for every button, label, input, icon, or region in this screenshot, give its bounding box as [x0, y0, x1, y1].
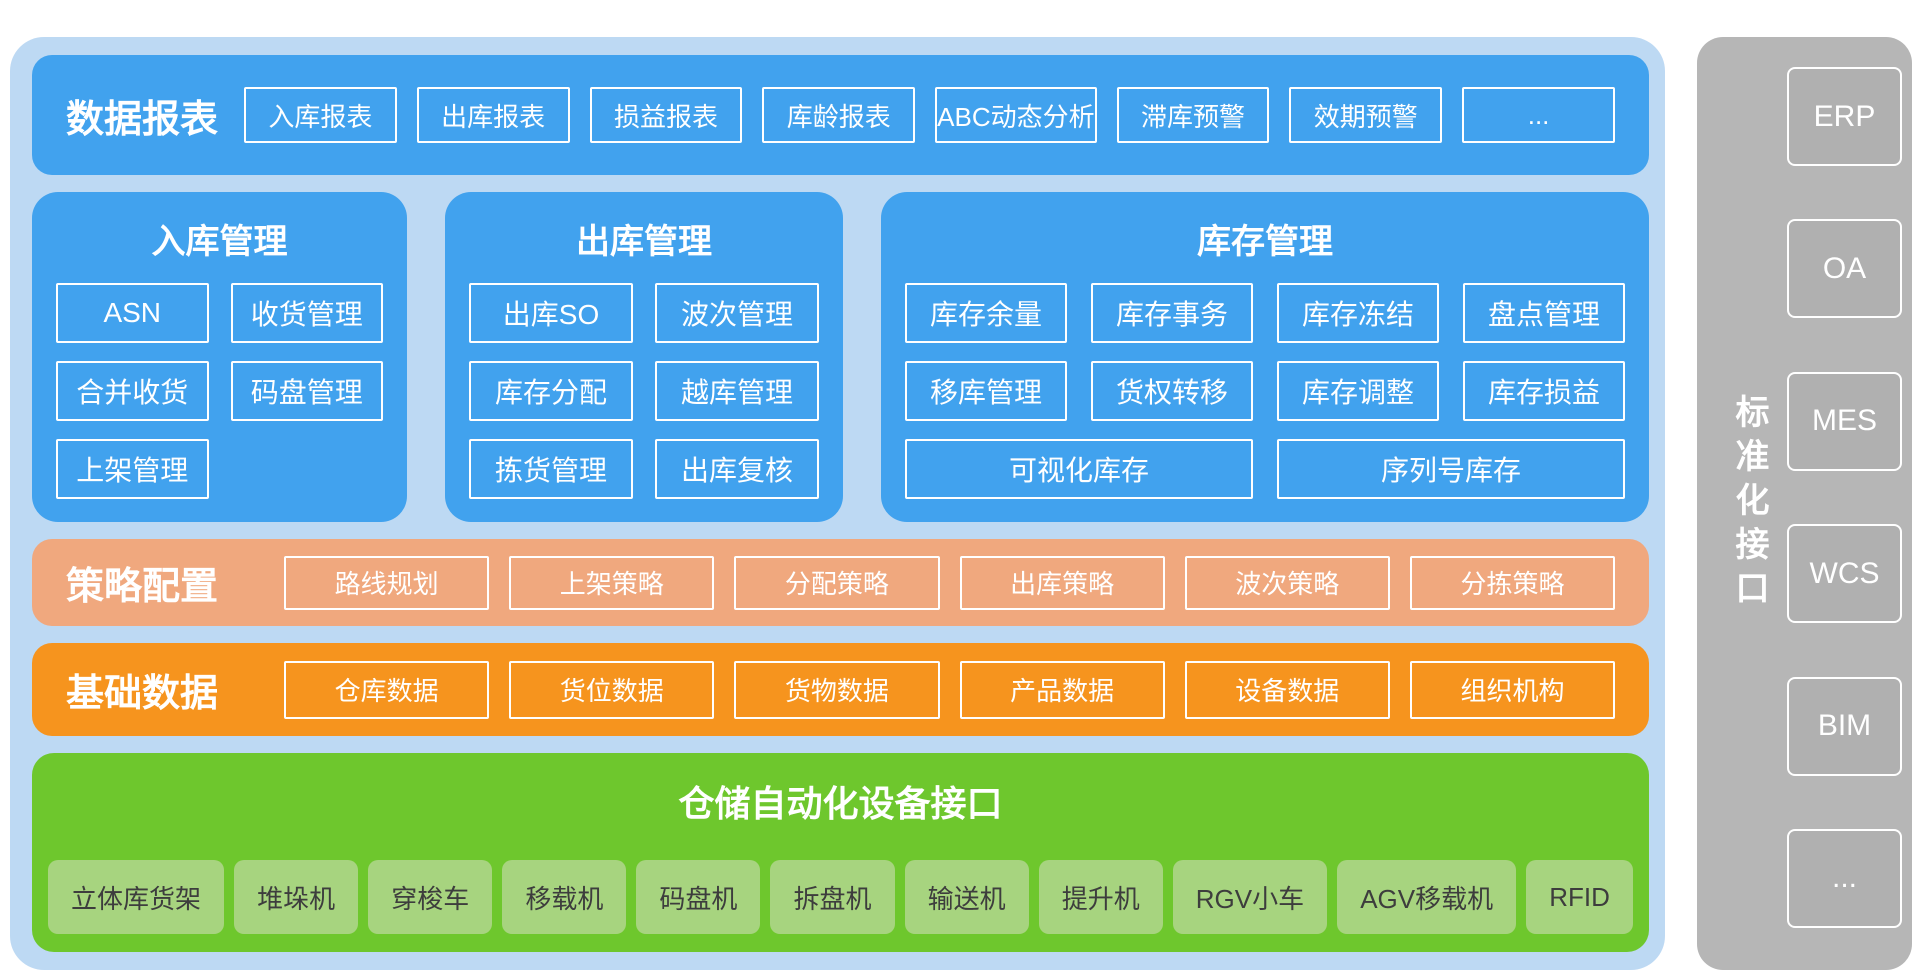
device-interface-title: 仓储自动化设备接口: [678, 783, 1003, 824]
base-data-item: 货位数据: [509, 660, 715, 719]
module-box: 库存调整: [1277, 361, 1439, 421]
device-item: 穿梭车: [368, 860, 493, 934]
device-item: 立体库货架: [48, 860, 225, 934]
strategy-item: 波次策略: [1184, 555, 1390, 610]
device-item: AGV移载机: [1337, 860, 1517, 934]
strategy-item: 分拣策略: [1409, 555, 1616, 610]
panel-outbound-title: 出库管理: [576, 223, 712, 261]
device-item: 堆垛机: [234, 860, 359, 934]
module-box: 波次管理: [655, 283, 819, 343]
module-box: 库存分配: [469, 361, 633, 421]
module-box: 货权转移: [1091, 361, 1253, 421]
panel-inbound-title: 入库管理: [151, 223, 288, 261]
device-item: 码盘机: [636, 860, 761, 934]
base-data-band: 基础数据 仓库数据货位数据货物数据产品数据设备数据组织机构: [32, 643, 1649, 736]
report-item: ...: [1462, 87, 1615, 143]
panel-inbound: 入库管理 ASN 收货管理合并收货码盘管理上架管理: [32, 192, 407, 522]
report-band: 数据报表 入库报表出库报表损益报表库龄报表 ABC动态分析滞库预警效期预警...: [32, 55, 1649, 175]
panel-inventory: 库存管理 库存余量库存事务库存冻结盘点管理移库管理货权转移库存调整库存损益 可视…: [881, 192, 1649, 522]
module-box: 库存余量: [905, 283, 1067, 343]
module-box-wide: 可视化库存: [905, 439, 1253, 499]
device-item: RFID: [1526, 860, 1633, 934]
module-box: 码盘管理: [230, 361, 383, 421]
strategy-item: 路线规划: [284, 555, 490, 610]
module-box: 库存损益: [1463, 361, 1625, 421]
base-data-item: 组织机构: [1409, 660, 1616, 719]
module-box: 收货管理: [230, 283, 383, 343]
strategy-item: 出库策略: [959, 555, 1165, 610]
interface-system-box: ...: [1787, 828, 1902, 928]
module-box: 库存冻结: [1277, 283, 1439, 343]
module-box: 越库管理: [655, 361, 819, 421]
module-box: 盘点管理: [1463, 283, 1625, 343]
module-box-wide: 序列号库存: [1277, 439, 1625, 499]
report-band-label: 数据报表: [66, 98, 219, 141]
report-item: 效期预警: [1289, 87, 1443, 143]
base-data-band-label: 基础数据: [66, 673, 219, 715]
report-item: 滞库预警: [1116, 87, 1270, 143]
panel-inventory-items: 库存余量库存事务库存冻结盘点管理移库管理货权转移库存调整库存损益 可视化库存序列…: [905, 283, 1625, 499]
panel-outbound: 出库管理 出库SO 波次管理库存分配越库管理拣货管理出库复核: [445, 192, 843, 522]
base-data-item: 产品数据: [959, 660, 1165, 719]
base-data-band-items: 仓库数据货位数据货物数据产品数据设备数据组织机构: [284, 660, 1616, 719]
device-item: 移载机: [502, 860, 627, 934]
device-item: 拆盘机: [770, 860, 895, 934]
module-box: 移库管理: [905, 361, 1067, 421]
interface-system-box: MES: [1787, 371, 1902, 471]
module-box: 库存事务: [1091, 283, 1253, 343]
device-item: 输送机: [904, 860, 1029, 934]
interface-system-box: WCS: [1787, 524, 1902, 624]
strategy-band-items: 路线规划上架策略分配策略出库策略波次策略分拣策略: [284, 555, 1616, 610]
strategy-band: 策略配置 路线规划上架策略分配策略出库策略波次策略分拣策略: [32, 539, 1649, 626]
module-box: ASN: [56, 283, 209, 343]
standard-interface-label: 标准化接口: [1730, 393, 1768, 614]
report-item: 入库报表: [244, 87, 397, 143]
device-item: 提升机: [1038, 860, 1163, 934]
report-item: ABC动态分析: [935, 87, 1097, 143]
interface-system-box: OA: [1787, 219, 1902, 319]
panel-outbound-items: 出库SO 波次管理库存分配越库管理拣货管理出库复核: [469, 283, 819, 499]
report-item: 库龄报表: [762, 87, 916, 143]
panel-inventory-title: 库存管理: [1197, 223, 1333, 261]
strategy-item: 分配策略: [734, 555, 940, 610]
report-band-items: 入库报表出库报表损益报表库龄报表 ABC动态分析滞库预警效期预警...: [244, 87, 1615, 143]
report-item: 损益报表: [589, 87, 743, 143]
report-item: 出库报表: [416, 87, 570, 143]
base-data-item: 货物数据: [734, 660, 940, 719]
module-box: 合并收货: [56, 361, 209, 421]
standard-interface-sidebar: 标准化接口 ERP OA MES WCS BIM...: [1697, 37, 1912, 970]
module-box: 出库SO: [469, 283, 633, 343]
device-item: RGV小车: [1172, 860, 1328, 934]
strategy-band-label: 策略配置: [66, 566, 219, 608]
base-data-item: 仓库数据: [284, 660, 490, 719]
panel-inbound-items: ASN 收货管理合并收货码盘管理上架管理: [56, 283, 383, 499]
interface-system-box: ERP: [1787, 67, 1902, 166]
base-data-item: 设备数据: [1184, 660, 1390, 719]
interface-system-box: BIM: [1787, 676, 1902, 776]
strategy-item: 上架策略: [509, 555, 715, 610]
module-box: 拣货管理: [469, 439, 633, 499]
standard-interface-items: ERP OA MES WCS BIM...: [1787, 67, 1902, 928]
module-box: 出库复核: [655, 439, 819, 499]
module-box: 上架管理: [56, 439, 209, 499]
